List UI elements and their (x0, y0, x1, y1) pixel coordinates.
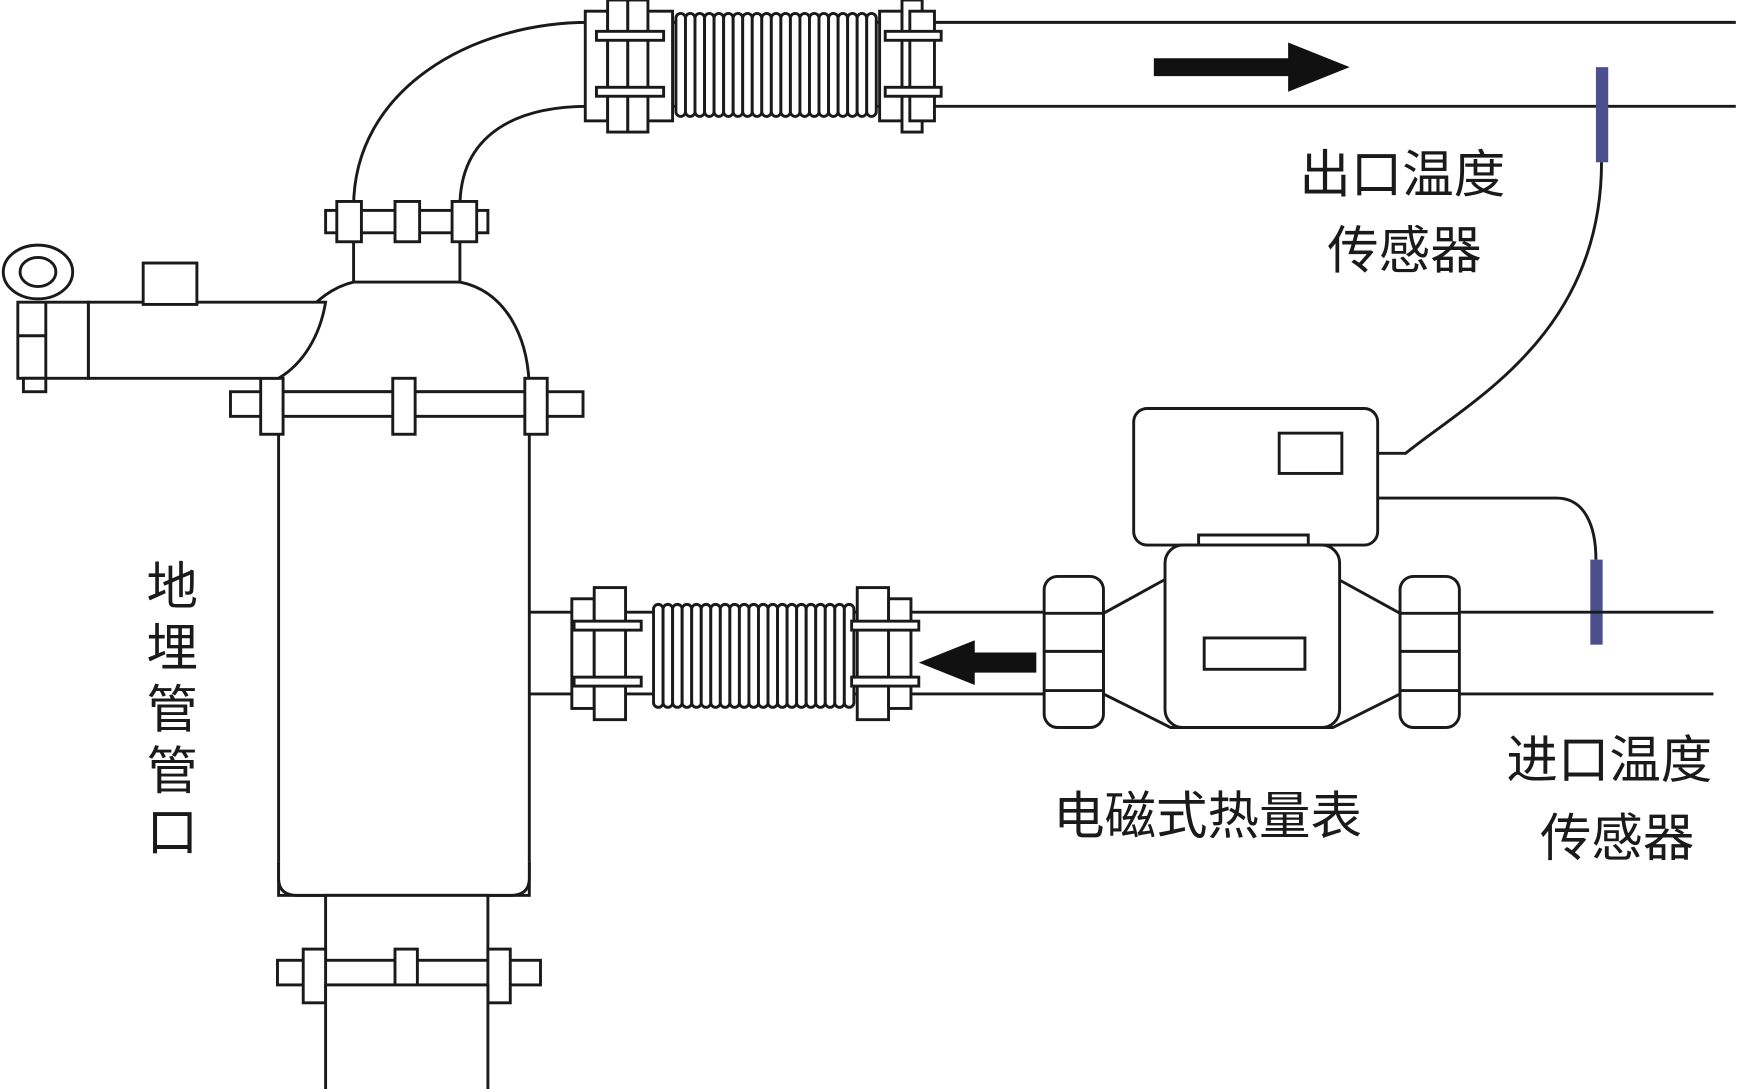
meter-control-display (1277, 431, 1344, 475)
inlet-sensor-label-1: 进口温度 (1506, 731, 1712, 791)
top-flange-left (583, 0, 675, 134)
lower-flange-right (850, 586, 921, 722)
ground-pipe-tank (229, 200, 585, 1089)
inlet-sensor-label-2: 传感器 (1540, 809, 1694, 869)
label-char: 埋 (147, 619, 198, 679)
top-flange-right (878, 0, 943, 134)
inlet-temperature-sensor (1590, 559, 1603, 645)
lower-bellows (652, 602, 856, 709)
label-char: 口 (147, 804, 198, 864)
meter-body-display (1202, 636, 1307, 671)
outlet-pipe (352, 20, 1736, 208)
flow-arrow-right (1153, 42, 1350, 92)
outlet-sensor-label-1: 出口温度 (1299, 146, 1505, 206)
outlet-sensor-label-2: 传感器 (1327, 222, 1481, 282)
outlet-temperature-sensor (1595, 67, 1609, 163)
label-char: 地 (147, 557, 198, 617)
lower-flange-left (570, 586, 643, 722)
side-motor (1, 243, 328, 394)
label-char: 管 (147, 742, 198, 802)
heat-meter (1042, 407, 1603, 729)
heat-meter-label: 电磁式热量表 (1053, 787, 1362, 847)
outlet-sensor-wire (1377, 162, 1603, 455)
top-bellows (674, 11, 878, 118)
meter-control-box (1132, 407, 1380, 547)
ground-pipe-port-label: 地 埋 管 管 口 (147, 557, 198, 863)
flow-arrow-left (918, 640, 1037, 685)
bellows-convolution (865, 11, 878, 118)
label-char: 管 (147, 680, 198, 740)
